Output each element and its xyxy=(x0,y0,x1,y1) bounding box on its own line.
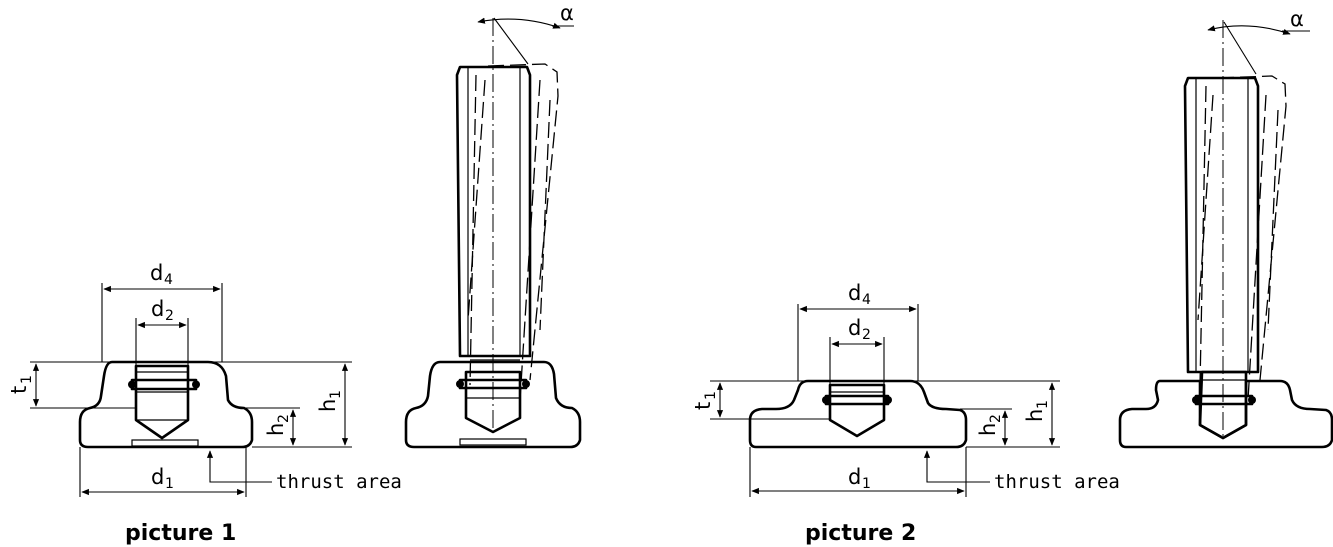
picture1-bore xyxy=(134,364,190,440)
picture1-dimensions xyxy=(30,283,352,497)
picture1-screw xyxy=(455,65,532,358)
label-alpha-p1: α xyxy=(560,1,574,25)
svg-text:1: 1 xyxy=(165,476,174,492)
picture1-labels: d 4 d 2 d 1 t 1 h 1 h 2 thrust area α pi… xyxy=(7,1,574,546)
picture2-foot-body xyxy=(748,379,968,449)
svg-text:4: 4 xyxy=(164,272,173,288)
svg-text:2: 2 xyxy=(276,414,292,423)
label-h2-p1: h xyxy=(264,423,288,436)
label-d4-p1: d xyxy=(150,261,163,285)
picture1-assembly xyxy=(404,17,582,449)
picture2-labels: d 4 d 2 d 1 t 1 h 1 h 2 thrust area α pi… xyxy=(691,7,1304,546)
svg-text:2: 2 xyxy=(165,308,174,324)
svg-text:4: 4 xyxy=(862,292,871,308)
picture2-assembly xyxy=(1118,20,1333,449)
label-t1-p2: t xyxy=(691,402,715,410)
label-h1-p1: h xyxy=(316,399,340,412)
picture1-section xyxy=(78,360,254,449)
label-h2-p2: h xyxy=(976,423,1000,436)
label-t1-p1: t xyxy=(7,386,31,394)
label-h1-p2: h xyxy=(1023,409,1047,422)
picture2-screw xyxy=(1183,76,1260,374)
svg-text:1: 1 xyxy=(328,390,344,399)
label-thrust-area-p1: thrust area xyxy=(276,471,402,493)
caption-picture-2: picture 2 xyxy=(805,521,916,546)
picture2-dimensions xyxy=(710,304,1060,497)
svg-text:2: 2 xyxy=(862,327,871,343)
label-d2-p2: d xyxy=(848,316,861,340)
svg-text:1: 1 xyxy=(862,476,871,492)
label-thrust-area-p2: thrust area xyxy=(994,471,1120,493)
label-d2-p1: d xyxy=(151,297,164,321)
picture1-foot-body xyxy=(78,360,254,449)
caption-picture-1: picture 1 xyxy=(125,521,236,546)
svg-text:1: 1 xyxy=(1035,400,1051,409)
svg-text:2: 2 xyxy=(988,414,1004,423)
picture2-section xyxy=(748,379,968,449)
label-d1-p1: d xyxy=(151,465,164,489)
picture2-foot-assembled xyxy=(1118,379,1333,449)
label-d4-p2: d xyxy=(848,281,861,305)
svg-text:1: 1 xyxy=(19,375,35,384)
picture1-foot-assembled xyxy=(404,360,582,449)
picture2-bore xyxy=(828,383,886,438)
svg-text:1: 1 xyxy=(703,391,719,400)
label-d1-p2: d xyxy=(848,465,861,489)
label-alpha-p2: α xyxy=(1290,7,1304,31)
